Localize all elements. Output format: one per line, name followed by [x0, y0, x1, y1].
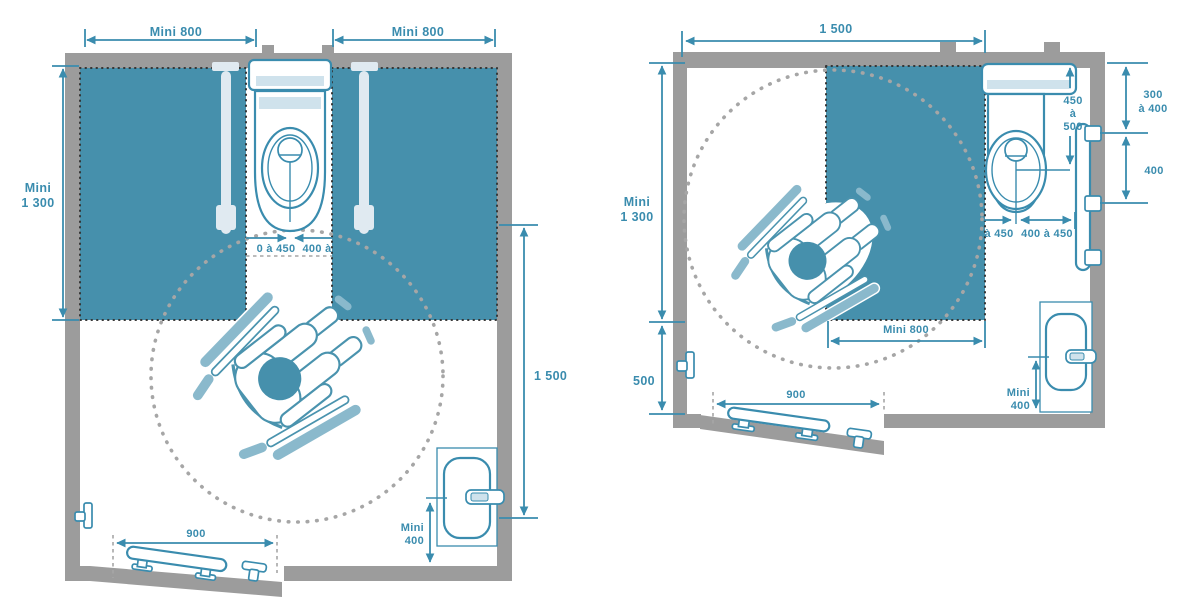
dim-label-left-lower: 500: [633, 374, 655, 388]
dim-label-seat-axis-1: 450: [1063, 95, 1082, 107]
grab-bar-left: [212, 62, 239, 234]
toilet: [247, 58, 333, 233]
dim-label-seat-axis-3: 500: [1063, 121, 1082, 133]
dim-label-axis-right: 400 à: [302, 243, 332, 255]
dim-label-door-width: 900: [186, 528, 205, 540]
toilet: [980, 62, 1078, 224]
pipe-tab: [262, 45, 274, 55]
dim-label-door-width: 900: [786, 389, 805, 401]
dimensions: 1 500 Mini 1 300 500 450 à 500 300 à 400…: [620, 22, 1167, 426]
room-walls: [65, 53, 512, 581]
toilet-tank: [980, 62, 1078, 96]
washbasin: [1028, 301, 1097, 413]
grab-bar-right: [351, 62, 378, 234]
dim-label-axis-left: 0 à 450: [257, 243, 296, 255]
dim-label-axis-left: à 450: [984, 228, 1013, 240]
washbasin: [426, 447, 505, 547]
grab-bar-mount: [1084, 195, 1102, 212]
turning-circle: [149, 228, 445, 524]
wall-door-handle: [74, 502, 93, 529]
door-pull-bar: [727, 406, 831, 442]
door-leaf: [90, 566, 282, 597]
dim-label-bar-offset-1: 300: [1143, 89, 1162, 101]
wall-door-handle: [676, 351, 695, 379]
dim-label-zone-width: Mini 800: [883, 324, 929, 336]
transfer-zone-left: [79, 67, 247, 321]
pipe-tab: [1044, 42, 1060, 54]
dim-label-top-left: Mini 800: [150, 25, 203, 39]
room-walls: [673, 52, 1105, 428]
dim-label-top-right: Mini 800: [392, 25, 445, 39]
dim-label-basin-2: 400: [405, 535, 424, 547]
grab-bar-mount: [1084, 125, 1102, 142]
dim-label-basin-1: Mini: [1007, 387, 1030, 399]
pipe-tab: [322, 45, 334, 55]
door: [700, 406, 884, 455]
dim-label-basin-1: Mini: [401, 522, 424, 534]
dim-label-axis-right: 400 à 450: [1021, 228, 1073, 240]
right-diagram: 1 500 Mini 1 300 500 450 à 500 300 à 400…: [620, 22, 1167, 455]
dim-label-left-upper-2: 1 300: [620, 210, 653, 224]
dim-label-left-upper-1: Mini: [624, 195, 651, 209]
toilet-flush: [277, 137, 303, 163]
dim-label-basin-2: 400: [1011, 400, 1030, 412]
door-pull-bar: [126, 545, 228, 582]
dim-label-left-2: 1 300: [21, 196, 54, 210]
dim-label-left-1: Mini: [25, 181, 52, 195]
door-latch-handle: [846, 427, 873, 449]
door: [90, 545, 282, 597]
toilet-flush: [1004, 138, 1028, 162]
dim-label-right-side: 1 500: [534, 369, 567, 383]
dim-label-top: 1 500: [819, 22, 852, 36]
grab-bar-mount: [1084, 249, 1102, 266]
dim-label-seat-axis-2: à: [1070, 108, 1077, 120]
turning-circle: [682, 68, 984, 370]
transfer-zone-right: [331, 67, 498, 321]
door-latch-handle: [241, 560, 268, 582]
dim-label-bar-offset-2: à 400: [1138, 103, 1167, 115]
dim-label-bar-length: 400: [1144, 165, 1163, 177]
left-diagram: Mini 800 Mini 800 Mini 1 300 0 à 450 400…: [21, 25, 567, 597]
dimensions: Mini 800 Mini 800 Mini 1 300 0 à 450 400…: [21, 25, 567, 578]
